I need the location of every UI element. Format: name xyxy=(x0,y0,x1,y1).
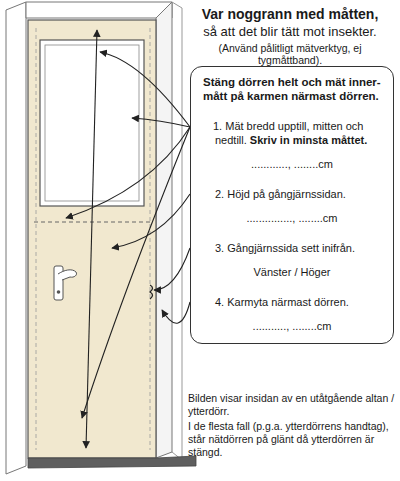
step-text: 4. Karmyta närmast dörren. xyxy=(215,296,349,308)
text-group: 4. Karmyta närmast dörren. xyxy=(201,295,383,309)
step-emphasis: Skriv in minsta måttet. xyxy=(250,134,367,146)
title: Var noggrann med måtten, xyxy=(190,6,390,22)
leader-line xyxy=(154,248,190,290)
leader-line xyxy=(132,118,190,127)
text-group: ............, ........cm xyxy=(201,157,383,171)
text-group: ..............., ........cm xyxy=(201,211,383,225)
choice-text: Vänster / Höger xyxy=(253,266,330,278)
fill-in-line: ..........., ........cm xyxy=(253,320,332,332)
threshold xyxy=(28,456,196,468)
door-jamb-right xyxy=(156,2,172,458)
fill-in-line: ............, ........cm xyxy=(251,158,333,170)
text-group: 2. Höjd på gångjärnssidan. xyxy=(201,187,383,201)
leader-line xyxy=(112,194,190,248)
keyhole xyxy=(57,290,61,294)
step-text: 2. Höjd på gångjärnssidan. xyxy=(215,188,346,200)
text-group: Vänster / Höger xyxy=(201,265,383,279)
door-casing-left xyxy=(6,2,26,474)
leader-line xyxy=(82,127,190,418)
hinge-symbol xyxy=(150,285,153,299)
caption-note: I de flesta fall (p.g.a. ytterdörrens ha… xyxy=(188,420,396,459)
instruction-box: Stäng dörren helt och mät inner-mått på … xyxy=(190,66,394,344)
text-group: 3. Gångjärnssida sett inifrån. xyxy=(201,241,383,255)
door-handle xyxy=(58,270,77,280)
fill-in-line: ..............., ........cm xyxy=(246,212,337,224)
door-leaf xyxy=(28,20,156,458)
text-group: ..........., ........cm xyxy=(201,319,383,333)
door-casing-top xyxy=(26,2,172,18)
caption-note: Bilden visar insidan av en utåtgående al… xyxy=(188,392,396,418)
handle-plate xyxy=(54,266,63,300)
leader-line xyxy=(100,52,190,127)
note-text: (Använd pålitligt mätverktyg, ej tygmått… xyxy=(186,42,394,66)
dashed-line xyxy=(150,28,151,450)
wall-edge xyxy=(172,2,182,460)
box-heading: Stäng dörren helt och mät inner-mått på … xyxy=(203,76,381,102)
text-group: 1. Mät bredd upptill, mitten och nedtill… xyxy=(201,119,383,147)
step-text: 3. Gångjärnssida sett inifrån. xyxy=(215,242,355,254)
window-inner-frame xyxy=(45,45,139,201)
leader-line xyxy=(162,302,190,323)
height-arrow xyxy=(86,30,97,448)
text-group: Stäng dörren helt och mät inner-mått på … xyxy=(201,75,383,109)
dashed-line xyxy=(36,28,37,450)
note-text: så att det blir tätt mot insekter. xyxy=(186,24,394,39)
